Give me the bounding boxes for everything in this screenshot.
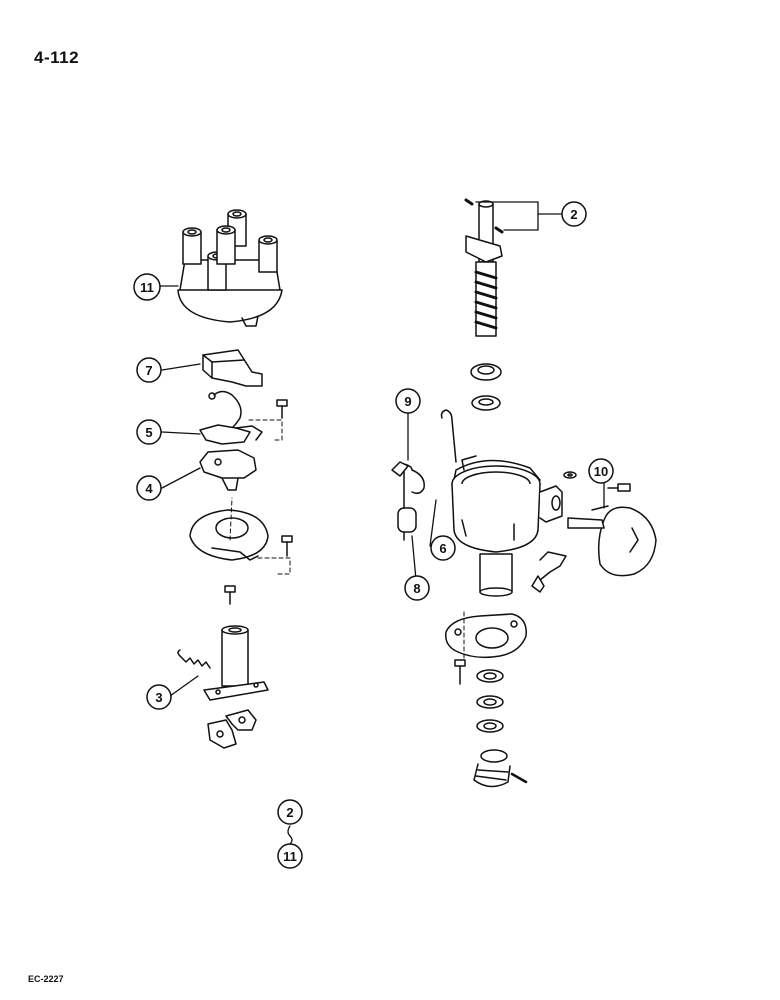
callout-c2-top: 2 (561, 201, 587, 227)
callout-circle-7 (136, 357, 162, 383)
advance-spring (177, 649, 211, 669)
callout-circle-9 (395, 388, 421, 414)
callout-circle-2-top (561, 201, 587, 227)
shaft-washers (470, 363, 502, 411)
callout-c11-cap: 11 (133, 273, 161, 301)
vacuum-advance-unit (567, 483, 657, 577)
drive-gear (473, 749, 528, 788)
leader-lines (159, 201, 605, 845)
callout-c5: 5 (136, 419, 162, 445)
advance-weights (207, 709, 257, 749)
callout-c9: 9 (395, 388, 421, 414)
callout-label-6: 6 (439, 541, 446, 556)
callout-c10: 10 (588, 458, 614, 484)
breaker-plate (189, 497, 293, 575)
callout-c11-bottom: 11 (277, 843, 303, 869)
callout-c6: 6 (430, 535, 456, 561)
callout-circle-6 (430, 535, 456, 561)
flange-screw (454, 659, 466, 685)
callout-label-11-bottom: 11 (283, 849, 297, 864)
drawing-reference-code: EC-2227 (28, 974, 64, 984)
callout-label-2-bottom: 2 (286, 805, 293, 820)
callout-label-5: 5 (145, 425, 152, 440)
callout-c7: 7 (136, 357, 162, 383)
distributor-shaft (464, 198, 504, 337)
callout-label-3: 3 (155, 690, 162, 705)
lower-washers (476, 669, 504, 733)
distributor-cap (177, 209, 283, 327)
callout-c4: 4 (136, 475, 162, 501)
contact-points-lead (199, 390, 263, 445)
contact-breaker-points (199, 449, 257, 491)
callout-c3: 3 (146, 684, 172, 710)
distributor-housing (440, 409, 563, 597)
callout-circle-3 (146, 684, 172, 710)
plate-screw (224, 585, 236, 605)
callout-c2-bottom: 2 (277, 799, 303, 825)
callout-circle-5 (136, 419, 162, 445)
callout-circle-4 (136, 475, 162, 501)
mounting-flange (445, 611, 527, 659)
callout-circle-10 (588, 458, 614, 484)
advance-shaft (203, 625, 269, 701)
callout-c8: 8 (404, 575, 430, 601)
clip-bracket (531, 551, 567, 593)
callout-label-4: 4 (145, 481, 153, 496)
housing-washer (563, 471, 577, 479)
callout-label-7: 7 (145, 363, 152, 378)
callout-label-11-cap: 11 (140, 280, 154, 295)
callout-circle-11-bottom (277, 843, 303, 869)
callout-circle-8 (404, 575, 430, 601)
callout-label-8: 8 (413, 581, 420, 596)
page-number: 4-112 (34, 48, 80, 67)
rotor (202, 349, 263, 387)
callout-label-10: 10 (594, 464, 608, 479)
points-screw (248, 399, 288, 441)
condenser (391, 461, 425, 541)
callout-label-2-top: 2 (570, 207, 577, 222)
callout-circle-11-cap (133, 273, 161, 301)
callout-label-9: 9 (404, 394, 411, 409)
callout-circle-2-bottom (277, 799, 303, 825)
